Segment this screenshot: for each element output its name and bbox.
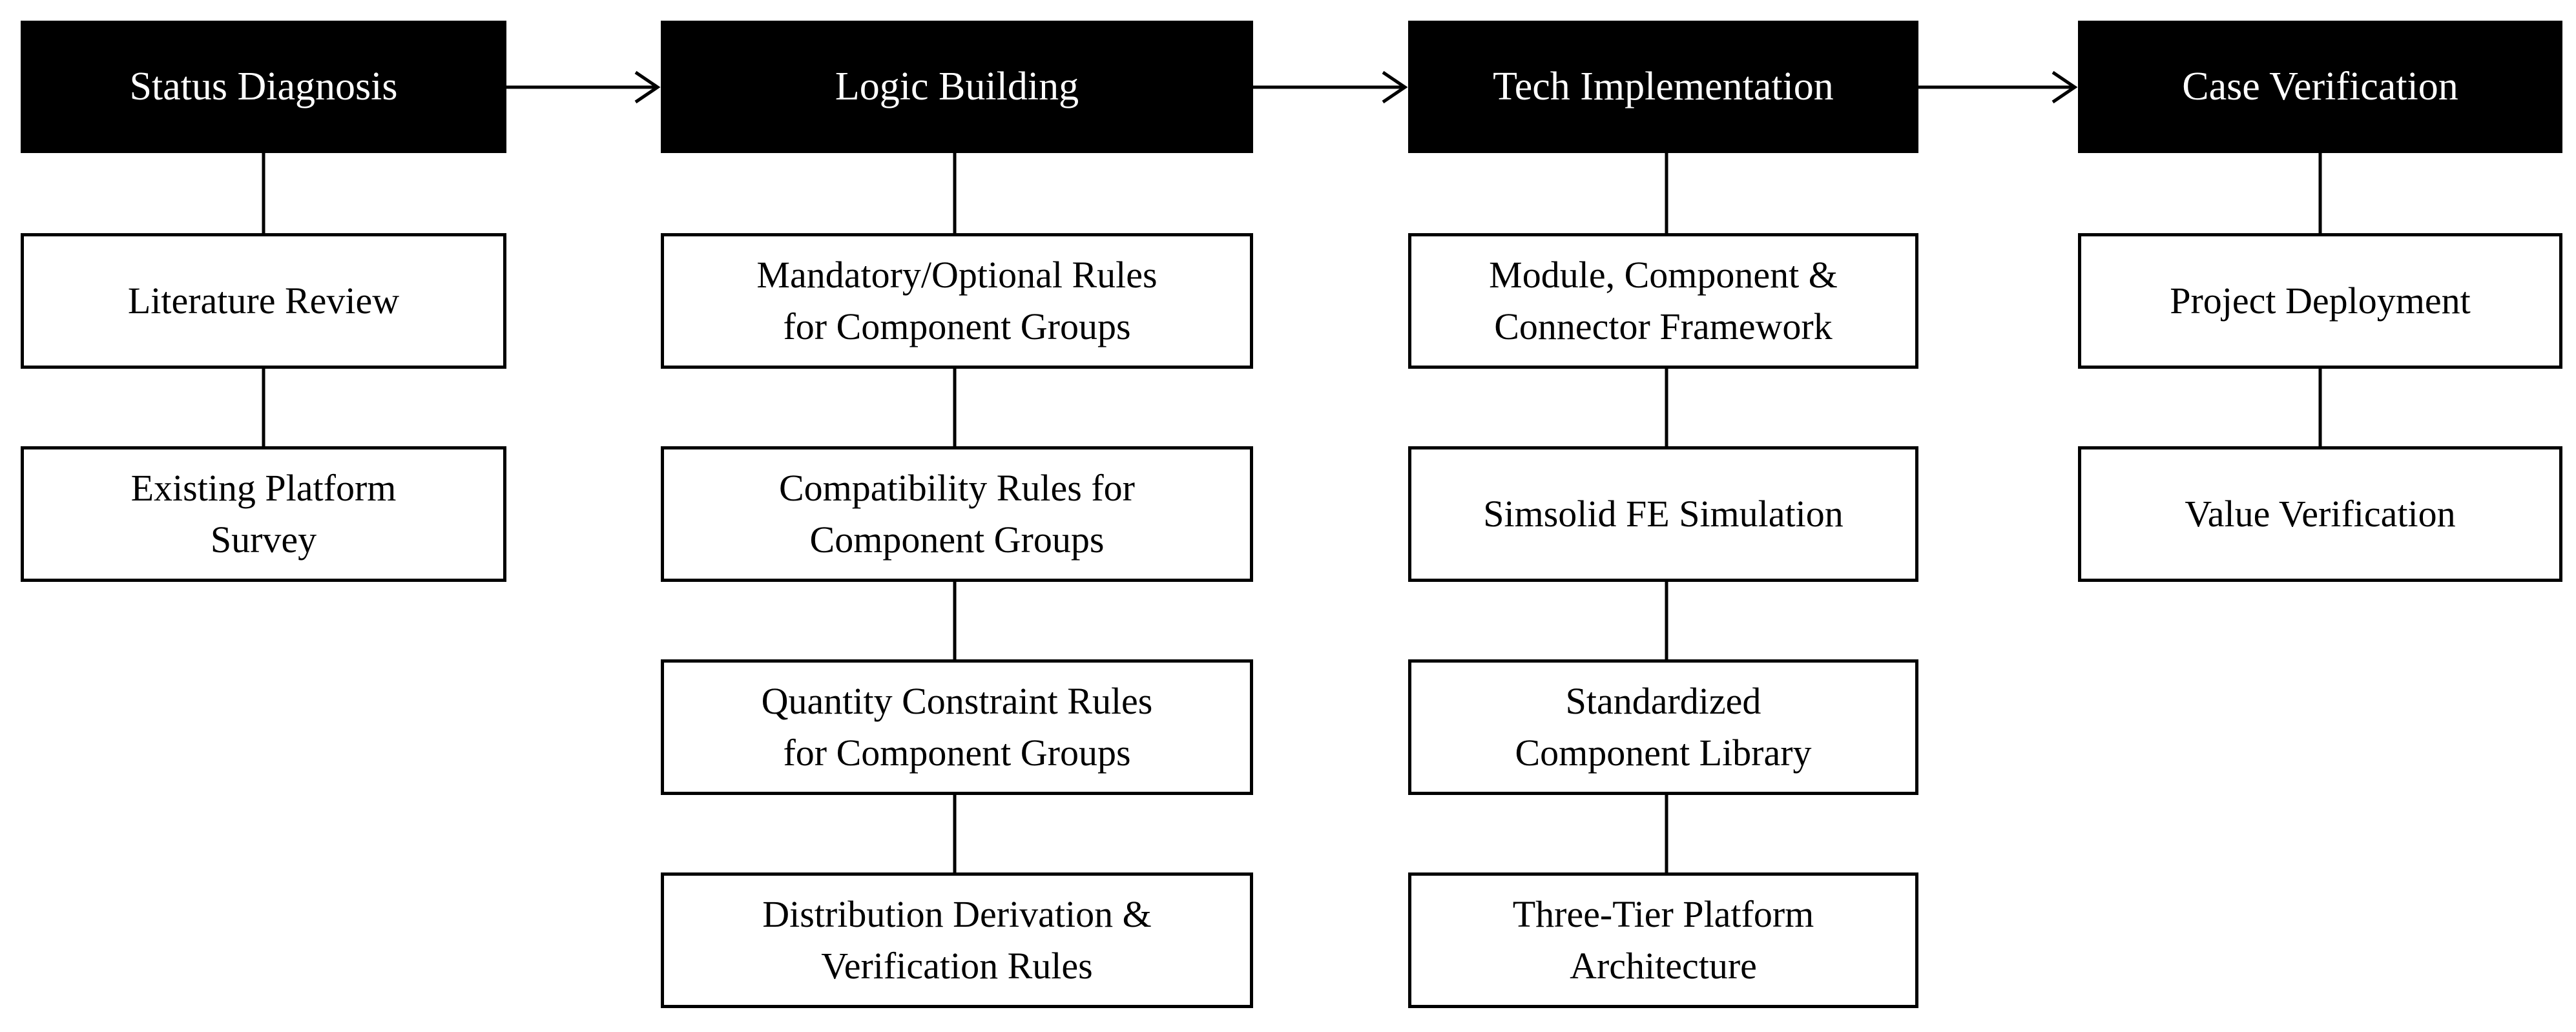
step-label: Quantity Constraint Rules for Component … <box>761 679 1153 774</box>
step-box-literature-review: Literature Review <box>21 233 506 369</box>
step-box-project-deployment: Project Deployment <box>2078 233 2562 369</box>
step-box-module-component-connector-framework: Module, Component & Connector Framework <box>1408 233 1918 369</box>
step-label: Distribution Derivation & Verification R… <box>762 893 1152 987</box>
step-box-three-tier-platform-architecture: Three-Tier Platform Architecture <box>1408 872 1918 1008</box>
step-label: Three-Tier Platform Architecture <box>1512 893 1814 987</box>
step-box-existing-platform-survey: Existing Platform Survey <box>21 446 506 582</box>
step-box-compatibility-rules: Compatibility Rules for Component Groups <box>661 446 1253 582</box>
step-label: Existing Platform Survey <box>130 466 397 561</box>
stage-header-logic-building: Logic Building <box>661 21 1253 153</box>
arrowhead-icon <box>2051 70 2078 104</box>
step-label: Project Deployment <box>2170 279 2471 322</box>
arrowhead-icon <box>634 70 661 104</box>
stage-header-tech-implementation: Tech Implementation <box>1408 21 1918 153</box>
step-label: Simsolid FE Simulation <box>1483 492 1844 535</box>
step-box-simsolid-fe-simulation: Simsolid FE Simulation <box>1408 446 1918 582</box>
step-label: Compatibility Rules for Component Groups <box>779 466 1135 561</box>
step-label: Value Verification <box>2185 492 2456 535</box>
step-label: Mandatory/Optional Rules for Component G… <box>756 253 1158 347</box>
step-label: Module, Component & Connector Framework <box>1489 253 1838 347</box>
arrowhead-icon <box>1382 70 1408 104</box>
stage-header-status-diagnosis: Status Diagnosis <box>21 21 506 153</box>
step-box-value-verification: Value Verification <box>2078 446 2562 582</box>
step-label: Standardized Component Library <box>1515 679 1812 774</box>
stage-header-case-verification: Case Verification <box>2078 21 2562 153</box>
step-box-quantity-constraint-rules: Quantity Constraint Rules for Component … <box>661 659 1253 795</box>
step-label: Literature Review <box>127 279 400 322</box>
step-box-standardized-component-library: Standardized Component Library <box>1408 659 1918 795</box>
step-box-mandatory-optional-rules: Mandatory/Optional Rules for Component G… <box>661 233 1253 369</box>
step-box-distribution-derivation-rules: Distribution Derivation & Verification R… <box>661 872 1253 1008</box>
